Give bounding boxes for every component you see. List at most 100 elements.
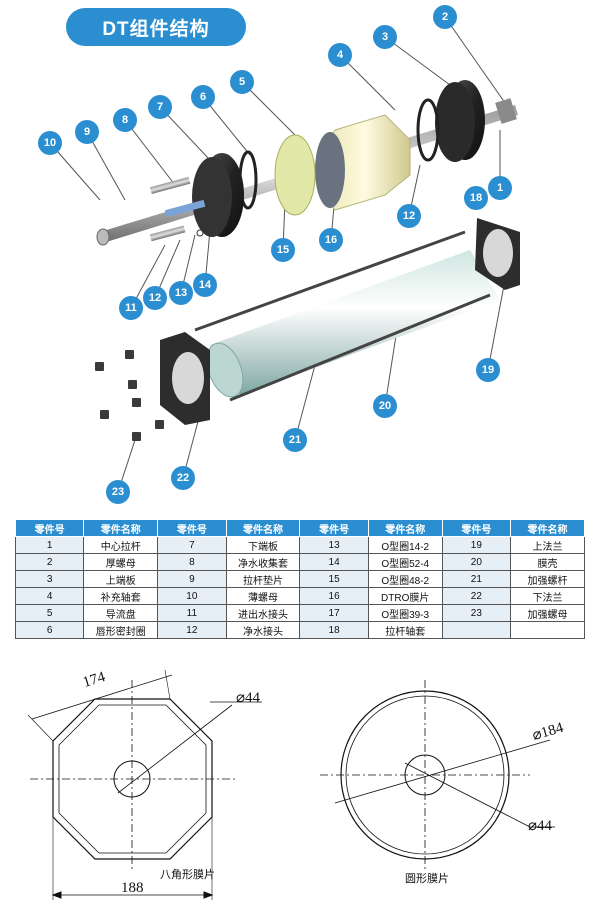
part-number: 1 [14, 536, 85, 554]
octagon-membrane-drawing [27, 669, 262, 900]
part-name: 上法兰 [509, 536, 586, 554]
dimension-44-octagon-value: 44 [245, 690, 261, 706]
part-number: 8 [157, 553, 227, 571]
dimension-44-circle: ⌀44 [528, 818, 553, 834]
part-name: O型圈52-4 [367, 553, 443, 571]
callout-11: 11 [119, 296, 143, 320]
callout-4: 4 [328, 43, 352, 67]
callout-12-lower: 12 [143, 286, 167, 310]
thick-nut [495, 98, 517, 124]
o-ring [416, 98, 440, 162]
part-name: O型圈48-2 [367, 570, 443, 588]
part-name: 拉杆轴套 [367, 621, 443, 639]
callout-21: 21 [283, 428, 307, 452]
table-row: 6 唇形密封圈 12 净水接头 18 拉杆轴套 [14, 621, 586, 639]
part-number: 20 [441, 553, 511, 571]
part-number: 5 [14, 604, 85, 622]
connectors [149, 176, 206, 242]
callout-13: 13 [169, 281, 193, 305]
col-header: 零件名称 [83, 519, 159, 537]
part-number: 19 [441, 536, 511, 554]
col-header: 零件号 [441, 519, 511, 537]
part-name: 加强螺母 [509, 604, 586, 622]
parts-table: 零件号 零件名称 零件号 零件名称 零件号 零件名称 零件号 零件名称 1 中心… [14, 519, 586, 639]
callout-8: 8 [113, 108, 137, 132]
part-name: 拉杆垫片 [225, 570, 301, 588]
part-name: 上端板 [83, 570, 159, 588]
lower-flange [160, 332, 210, 425]
callout-2: 2 [433, 5, 457, 29]
part-number: 12 [157, 621, 227, 639]
callout-3: 3 [373, 25, 397, 49]
table-row: 2 厚螺母 8 净水收集套 14 O型圈52-4 20 膜壳 [14, 553, 586, 571]
callout-16: 16 [319, 228, 343, 252]
dimension-44-octagon: ⌀44 [236, 690, 261, 706]
upper-end-plate [416, 80, 485, 162]
col-header: 零件号 [299, 519, 369, 537]
page-title: DT组件结构 [66, 8, 246, 46]
part-name: 净水收集套 [225, 553, 301, 571]
part-name: 下端板 [225, 536, 301, 554]
table-row: 1 中心拉杆 7 下端板 13 O型圈14-2 19 上法兰 [14, 536, 586, 554]
part-name: 膜壳 [509, 553, 586, 571]
part-number: 2 [14, 553, 85, 571]
lower-end-plate [192, 153, 244, 237]
part-name: 唇形密封圈 [83, 621, 159, 639]
part-number: 21 [441, 570, 511, 588]
col-header: 零件号 [14, 519, 85, 537]
col-header: 零件号 [157, 519, 227, 537]
dimension-44-circle-value: 44 [537, 818, 553, 834]
table-header-row: 零件号 零件名称 零件号 零件名称 零件号 零件名称 零件号 零件名称 [14, 519, 586, 537]
guide-disk [274, 134, 316, 216]
upper-flange [475, 218, 520, 290]
callout-23: 23 [106, 480, 130, 504]
callout-15: 15 [271, 238, 295, 262]
part-number: 23 [441, 604, 511, 622]
part-number: 13 [299, 536, 369, 554]
part-name: O型圈14-2 [367, 536, 443, 554]
part-number [441, 621, 511, 639]
part-number: 3 [14, 570, 85, 588]
callout-18: 18 [464, 186, 488, 210]
membrane-dimension-drawings [27, 669, 555, 900]
part-number: 22 [441, 587, 511, 605]
part-number: 17 [299, 604, 369, 622]
circular-membrane-drawing [320, 680, 555, 870]
part-name [509, 621, 586, 639]
part-number: 18 [299, 621, 369, 639]
dtro-membrane-stack [315, 114, 411, 211]
octagon-membrane-label: 八角形膜片 [160, 869, 215, 881]
callout-6: 6 [191, 85, 215, 109]
reinforcing-nuts [95, 350, 164, 441]
col-header: 零件名称 [367, 519, 443, 537]
callout-14: 14 [193, 273, 217, 297]
part-number: 15 [299, 570, 369, 588]
col-header: 零件名称 [509, 519, 586, 537]
callout-5: 5 [230, 70, 254, 94]
part-name: 中心拉杆 [83, 536, 159, 554]
part-name: 下法兰 [509, 587, 586, 605]
reinforcing-rods [194, 230, 491, 402]
part-name: 加强螺杆 [509, 570, 586, 588]
part-name: O型圈39-3 [367, 604, 443, 622]
part-number: 10 [157, 587, 227, 605]
part-name: 补充轴套 [83, 587, 159, 605]
part-number: 14 [299, 553, 369, 571]
part-number: 16 [299, 587, 369, 605]
callout-9: 9 [75, 120, 99, 144]
dimension-188: 188 [121, 880, 144, 896]
part-name: 进出水接头 [225, 604, 301, 622]
callout-19: 19 [476, 358, 500, 382]
callout-22: 22 [171, 466, 195, 490]
part-name: 导流盘 [83, 604, 159, 622]
part-name: 净水接头 [225, 621, 301, 639]
callout-10: 10 [38, 131, 62, 155]
callout-12-upper: 12 [397, 204, 421, 228]
circular-membrane-label: 圆形膜片 [405, 873, 449, 885]
part-number: 6 [14, 621, 85, 639]
part-name: DTRO膜片 [367, 587, 443, 605]
table-row: 3 上端板 9 拉杆垫片 15 O型圈48-2 21 加强螺杆 [14, 570, 586, 588]
part-name: 薄螺母 [225, 587, 301, 605]
part-name: 厚螺母 [83, 553, 159, 571]
col-header: 零件名称 [225, 519, 301, 537]
